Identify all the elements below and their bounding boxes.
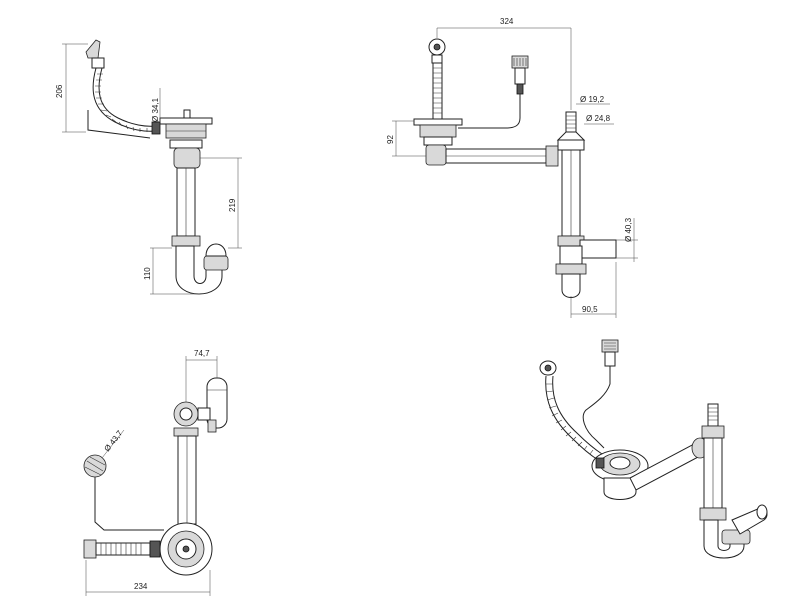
side-view: 206 Ø 34,1 219 110 (55, 39, 242, 295)
front-view: 324 Ø 19,2 Ø 24,8 92 Ø 40,3 90,5 (386, 17, 638, 318)
spigot (565, 111, 577, 133)
top-view: 74,7 Ø 43,7 234 (83, 349, 228, 596)
trap-outlet-nut (203, 255, 229, 271)
dim-diameter-43-7: Ø 43,7 (102, 428, 124, 453)
overflow-connector (91, 57, 105, 69)
tee-nut (545, 145, 559, 167)
dim-diameter-24-8: Ø 24,8 (586, 114, 611, 123)
trap-outlet-pipe (579, 239, 617, 259)
iso-popup-cable (582, 366, 611, 449)
elbow-nut (425, 144, 447, 166)
trap-nut (171, 235, 201, 247)
strainer-flange-front (413, 118, 463, 126)
popup-cable (458, 94, 521, 129)
isometric-view (539, 339, 768, 559)
dim-219: 219 (228, 198, 237, 212)
overflow-hose (92, 67, 156, 132)
dim-92: 92 (386, 135, 395, 144)
dim-74-7: 74,7 (194, 349, 210, 358)
dim-diameter-34-1: Ø 34,1 (151, 97, 160, 122)
waste-nut (173, 147, 201, 169)
iso-spigot (707, 403, 719, 427)
popup-cable-top (94, 477, 164, 531)
dim-234: 234 (134, 582, 148, 591)
hose-nut (151, 121, 161, 135)
iso-overflow-hose (545, 375, 599, 461)
dim-324: 324 (500, 17, 514, 26)
overflow-head (85, 39, 101, 59)
trap-bottom (561, 273, 581, 298)
dim-diameter-19-2: Ø 19,2 (580, 95, 605, 104)
overflow-hose-vertical (432, 62, 443, 120)
strainer-flange (159, 117, 213, 125)
overflow-hose-top (95, 542, 151, 556)
dim-90-5: 90,5 (582, 305, 598, 314)
dim-diameter-40-3: Ø 40,3 (624, 217, 633, 242)
dim-110: 110 (143, 267, 152, 280)
dim-206: 206 (55, 84, 64, 98)
